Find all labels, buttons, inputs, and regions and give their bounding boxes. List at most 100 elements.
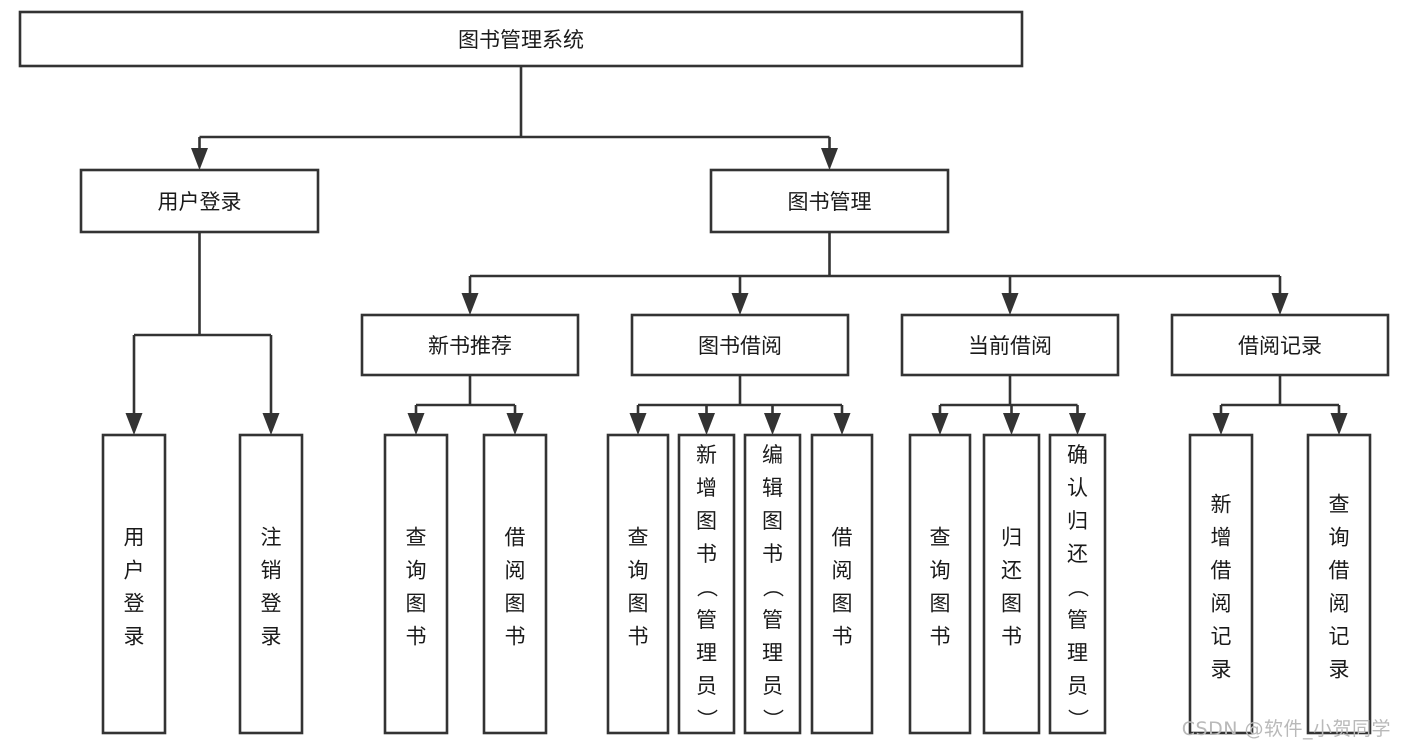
leaf-label-char: 图 [762, 509, 783, 533]
leaf-label-char: 询 [406, 559, 427, 583]
node-book-management[interactable]: 图书管理 [709, 168, 950, 234]
leaf-label-char: 图 [406, 592, 427, 616]
leaf-box-rect[interactable] [101, 433, 167, 735]
node-box-rect[interactable] [18, 10, 1024, 68]
leaf-box-rect[interactable] [908, 433, 972, 735]
node-box-rect[interactable] [360, 313, 580, 377]
leaf-label-char: 管 [1067, 608, 1088, 632]
leaf-label-char: 借 [1329, 559, 1350, 583]
node-label: 图书管理 [788, 190, 872, 214]
leaf-box-rect[interactable] [743, 433, 802, 735]
node-box-rect[interactable] [709, 168, 950, 234]
node-box-rect[interactable] [900, 313, 1120, 377]
arrow-head [461, 293, 479, 315]
node-current-borrowing[interactable]: 当前借阅 [900, 313, 1120, 377]
leaf-label-char: 阅 [1329, 592, 1350, 616]
node-box-rect[interactable] [79, 168, 320, 234]
leaf-label-char: 编 [762, 443, 783, 467]
leaf-box-rect[interactable] [1188, 433, 1254, 735]
node-borrowing-record[interactable]: 借阅记录 [1170, 313, 1390, 377]
node-label: 新书推荐 [428, 334, 512, 358]
leaf-label-char: （ [1066, 577, 1090, 598]
leaf-box-rect[interactable] [238, 433, 304, 735]
leaf-label-char: 查 [406, 526, 427, 550]
leaf-label-char: 图 [930, 592, 951, 616]
leaf-user-login[interactable]: 用户登录 [101, 433, 167, 735]
leaf-box-rect[interactable] [383, 433, 449, 735]
node-new-book-recommendation[interactable]: 新书推荐 [360, 313, 580, 377]
leaf-label-char: 图 [628, 592, 649, 616]
leaf-label-char: 增 [1211, 526, 1232, 550]
leaf-label-char: 还 [1001, 559, 1022, 583]
leaf-label-char: 书 [505, 625, 526, 649]
leaf-label-char: 书 [832, 625, 853, 649]
leaf-label-char: （ [761, 577, 785, 598]
arrow-head [1069, 413, 1086, 435]
leaf-box-rect[interactable] [982, 433, 1041, 735]
leaf-label-char: 增 [696, 476, 717, 500]
leaf-label-char: 记 [1329, 625, 1350, 649]
leaf-label-char: 记 [1211, 625, 1232, 649]
leaf-label-char: 图 [832, 592, 853, 616]
leaf-box-rect[interactable] [677, 433, 736, 735]
leaf-label-char: 查 [628, 526, 649, 550]
leaf-label-char: （ [695, 577, 719, 598]
leaf-label-char: 查 [1329, 493, 1350, 517]
leaf-label-char: 录 [261, 625, 282, 649]
leaf-label-char: 书 [762, 542, 783, 566]
leaf-label-char: 管 [762, 608, 783, 632]
leaf-label-char: 借 [505, 526, 526, 550]
leaf-label-char: 员 [1067, 674, 1088, 698]
arrow-head [506, 413, 524, 435]
node-boxes: 图书管理系统用户登录图书管理新书推荐图书借阅当前借阅借阅记录用户登录注销登录查询… [18, 10, 1390, 735]
leaf-label-char: 书 [696, 542, 717, 566]
leaf-box-rect[interactable] [810, 433, 874, 735]
leaf-label-char: 书 [406, 625, 427, 649]
leaf-label-char: 询 [628, 559, 649, 583]
arrow-head [1271, 293, 1289, 315]
leaf-label-char: 查 [930, 526, 951, 550]
leaf-label-char: ） [695, 709, 719, 730]
node-label: 借阅记录 [1238, 334, 1322, 358]
leaf-label-char: 新 [1211, 493, 1232, 517]
leaf-box-rect[interactable] [482, 433, 548, 735]
node-user-login[interactable]: 用户登录 [79, 168, 320, 234]
node-book-borrowing[interactable]: 图书借阅 [630, 313, 850, 377]
leaf-label-char: 理 [1067, 641, 1088, 665]
arrow-head [931, 413, 949, 435]
leaf-label-char: 阅 [505, 559, 526, 583]
node-box-rect[interactable] [1170, 313, 1390, 377]
arrow-head [407, 413, 425, 435]
node-root-book-management-system[interactable]: 图书管理系统 [18, 10, 1024, 68]
arrow-head [698, 413, 715, 435]
leaf-box-rect[interactable] [606, 433, 670, 735]
leaf-box-rect[interactable] [1048, 433, 1107, 735]
leaf-label-char: 借 [832, 526, 853, 550]
leaf-label-char: 登 [124, 592, 145, 616]
arrow-head [821, 148, 838, 170]
node-box-rect[interactable] [630, 313, 850, 377]
leaf-label-char: 书 [930, 625, 951, 649]
node-label: 图书管理系统 [458, 28, 584, 52]
leaf-label-char: 还 [1067, 542, 1088, 566]
leaf-box-rect[interactable] [1306, 433, 1372, 735]
leaf-label-char: 员 [696, 674, 717, 698]
